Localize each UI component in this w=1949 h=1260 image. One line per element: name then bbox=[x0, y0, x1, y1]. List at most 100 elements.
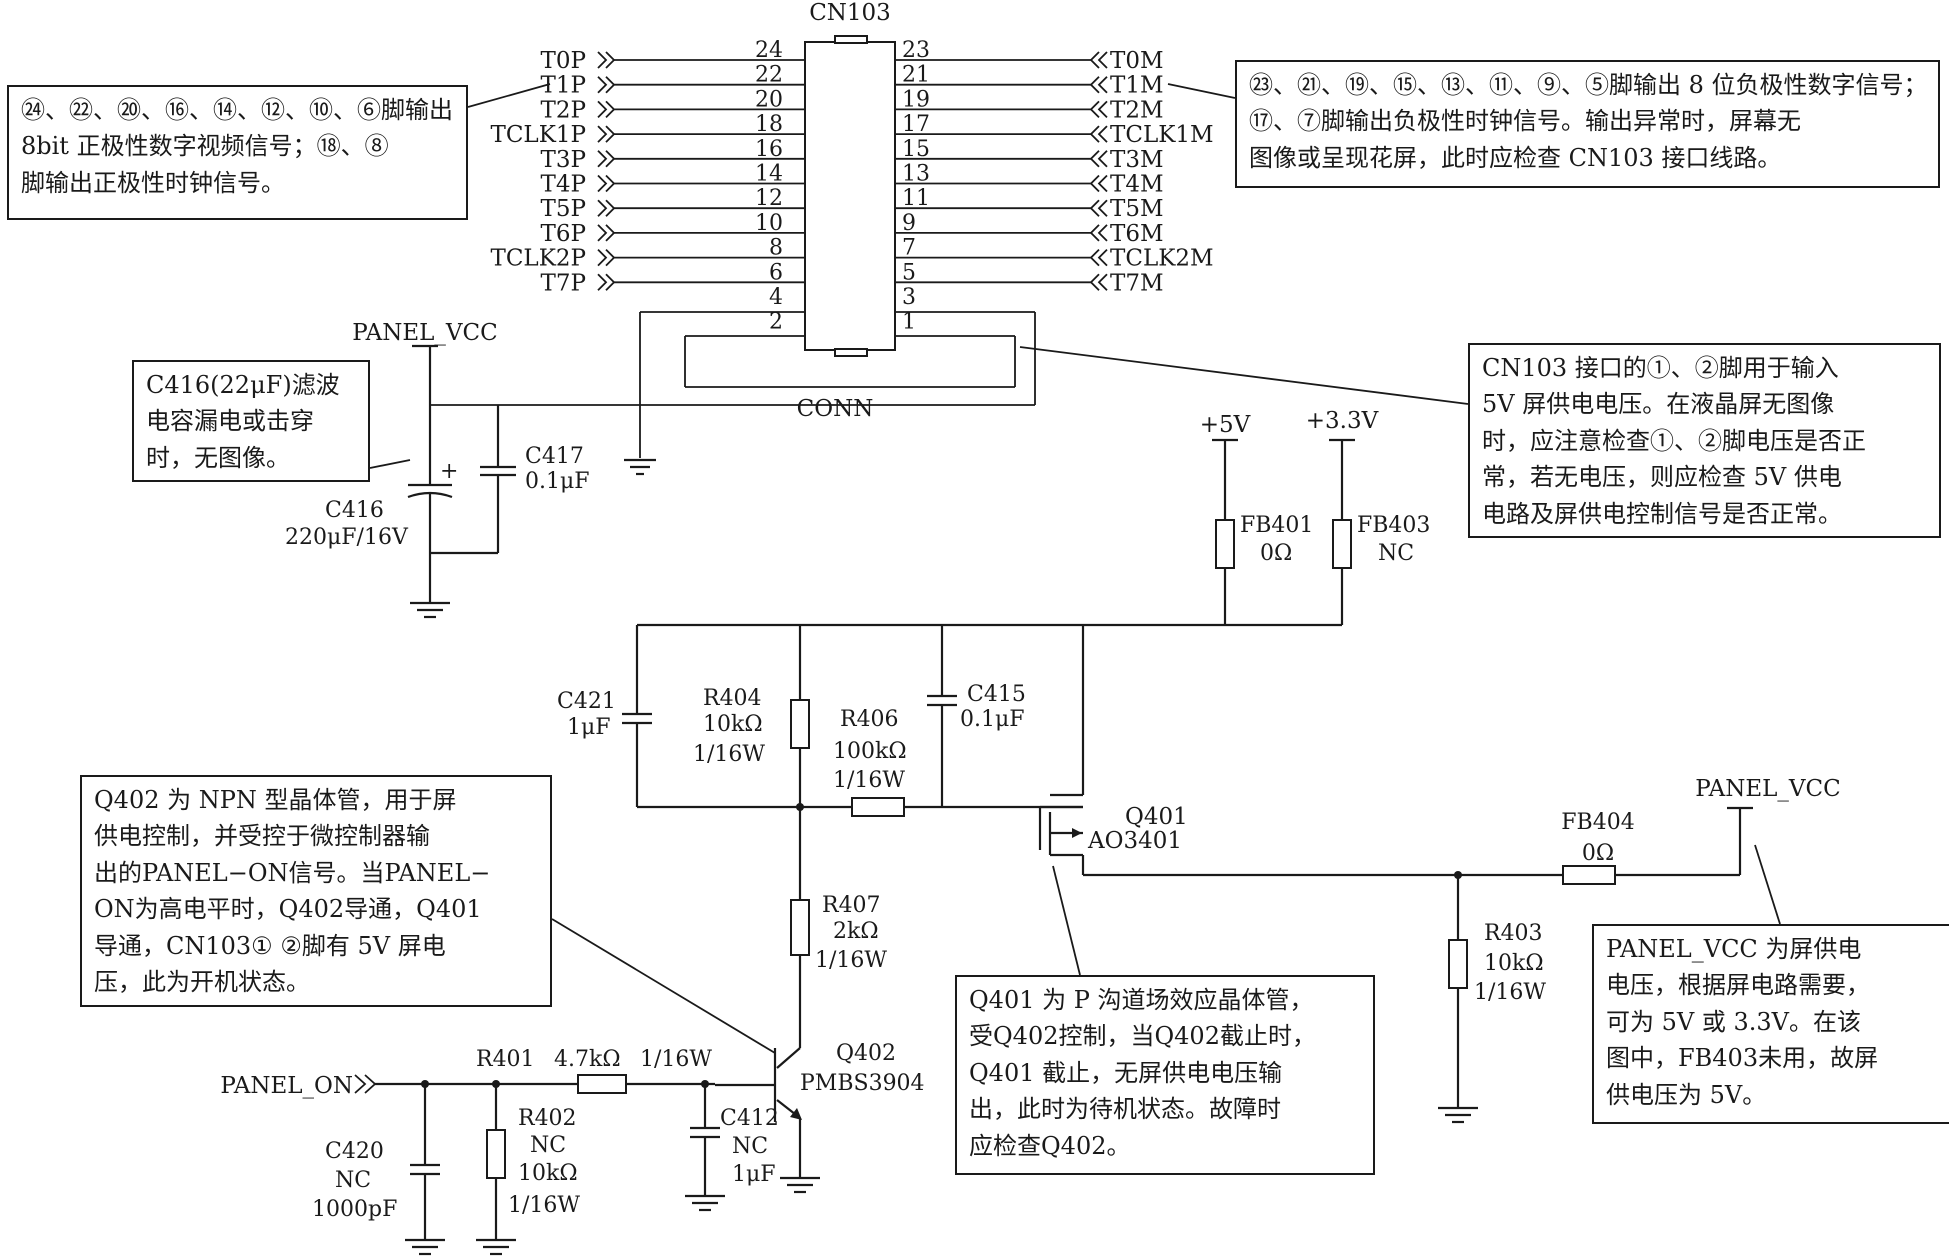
cn103-left-signal-label: T2P bbox=[541, 97, 586, 123]
plus3v3-label: +3.3V bbox=[1306, 408, 1379, 434]
cn103-left-pin-number: 8 bbox=[769, 236, 783, 261]
right-signal-chevron bbox=[1089, 76, 1108, 94]
cn103-notch-bottom bbox=[834, 348, 868, 357]
note-left-pins: ㉔、㉒、⑳、⑯、⑭、⑫、⑩、⑥脚输出 8bit 正极性数字视频信号；⑱、⑧ 脚输… bbox=[7, 85, 468, 220]
right-signal-chevron bbox=[1089, 125, 1108, 143]
q402-part: PMBS3904 bbox=[800, 1071, 925, 1096]
note-cn103-power-line-3: 时，应注意检查①、②脚电压是否正 bbox=[1482, 426, 1866, 455]
panel-vcc-filter: PANEL_VCC + C416 220μF/16V C417 0.1μF bbox=[285, 320, 590, 619]
fb403-ref: FB403 bbox=[1357, 513, 1430, 538]
c416-value: 220μF/16V bbox=[285, 525, 409, 550]
panel-on-input: PANEL_ON R401 4.7kΩ 1/16W C420 NC 1000pF… bbox=[220, 1047, 779, 1256]
note-cn103-power-line-2: 5V 屏供电电压。在液晶屏无图像 bbox=[1482, 390, 1835, 419]
cn103-left-pin-number: 6 bbox=[769, 260, 783, 285]
r406-value: 100kΩ bbox=[833, 739, 907, 764]
cn103-right-signal-label: T1M bbox=[1110, 73, 1164, 99]
cn103-right-pin-number: 9 bbox=[902, 211, 916, 236]
right-signal-chevron bbox=[1089, 174, 1108, 193]
note-panel-vcc-line-4: 图中，FB403未用，故屏 bbox=[1606, 1044, 1879, 1073]
c415-ref: C415 bbox=[967, 682, 1026, 707]
cn103-right-pin-number: 23 bbox=[902, 38, 930, 63]
note-q402-line-6: 压，此为开机状态。 bbox=[94, 968, 310, 997]
r404-power: 1/16W bbox=[693, 742, 765, 767]
cn103-left-signal-label: T6P bbox=[541, 221, 586, 247]
r406-power: 1/16W bbox=[833, 768, 905, 793]
note-right-pins: ㉓、㉑、⑲、⑮、⑬、⑪、⑨、⑤脚输出 8 位负极性数字信号； ⑰、⑦脚输出负极性… bbox=[1235, 60, 1940, 188]
right-signal-chevron bbox=[1089, 273, 1108, 291]
cn103-left-signal-label: T0P bbox=[541, 48, 586, 74]
cn103-right-pin-number: 13 bbox=[902, 162, 930, 187]
right-signal-chevron bbox=[1089, 248, 1108, 267]
cn103-ref: CN103 bbox=[809, 0, 891, 26]
cn103-right-signal-label: T6M bbox=[1110, 221, 1164, 247]
r404-value: 10kΩ bbox=[703, 712, 763, 737]
fb401-ref: FB401 bbox=[1240, 513, 1313, 538]
c412-value: NC bbox=[732, 1134, 768, 1159]
cn103-right-pin-number: 19 bbox=[902, 87, 930, 112]
cn103-left-pin-number: 20 bbox=[755, 87, 783, 112]
c421-value: 1μF bbox=[567, 715, 611, 740]
cn103-right-pin-number: 1 bbox=[902, 310, 916, 335]
left-signal-chevron bbox=[597, 248, 616, 267]
note-c416: C416(22μF)滤波 电容漏电或击穿 时，无图像。 bbox=[132, 360, 370, 482]
cn103-notch-top bbox=[834, 35, 868, 44]
r404-ref: R404 bbox=[703, 686, 762, 711]
q401-ref: Q401 bbox=[1125, 804, 1188, 830]
note-cn103-power-line-1: CN103 接口的①、②脚用于输入 bbox=[1482, 354, 1839, 382]
c415-value: 0.1μF bbox=[960, 707, 1025, 732]
cn103-right-signal-label: T5M bbox=[1110, 196, 1164, 222]
r401-power: 1/16W bbox=[640, 1047, 712, 1072]
plus5v-label: +5V bbox=[1200, 412, 1251, 438]
note-q401-line-1: Q401 为 P 沟道场效应晶体管， bbox=[969, 986, 1314, 1014]
note-q402-line-5: 导通，CN103① ②脚有 5V 屏电 bbox=[94, 931, 446, 960]
cn103-left-signal-label: T3P bbox=[541, 147, 586, 173]
cn103-left-pin-number: 10 bbox=[755, 211, 783, 236]
right-signal-chevron bbox=[1089, 51, 1108, 69]
fb401-value: 0Ω bbox=[1260, 541, 1292, 566]
cn103-right-pin-number: 7 bbox=[902, 236, 916, 261]
q401-mosfet: Q401 AO3401 bbox=[1038, 625, 1188, 875]
note-cn103-power: CN103 接口的①、②脚用于输入 5V 屏供电电压。在液晶屏无图像 时，应注意… bbox=[1468, 343, 1941, 538]
cn103-left-signal-label: T7P bbox=[541, 270, 586, 296]
cn103-left-signal-label: TCLK2P bbox=[490, 246, 586, 272]
q402-driver: R407 2kΩ 1/16W Q402 PMBS3904 bbox=[715, 893, 925, 1194]
cn103-left-pin-number: 24 bbox=[755, 38, 783, 63]
c412-ref: C412 bbox=[720, 1106, 779, 1131]
note-left-pins-line-1: ㉔、㉒、⑳、⑯、⑭、⑫、⑩、⑥脚输出 bbox=[21, 96, 453, 124]
note-q402-line-1: Q402 为 NPN 型晶体管，用于屏 bbox=[94, 786, 457, 814]
left-signal-chevron bbox=[597, 273, 616, 291]
note-cn103-power-line-5: 电路及屏供电控制信号是否正常。 bbox=[1482, 499, 1842, 528]
r402-ref: R402 bbox=[518, 1106, 577, 1131]
cn103-right-pin-number: 3 bbox=[902, 285, 916, 310]
note-q401-line-2: 受Q402控制，当Q402截止时， bbox=[969, 1022, 1316, 1051]
left-signal-chevron bbox=[597, 224, 616, 242]
cn103-left-signal-label: TCLK1P bbox=[490, 122, 586, 148]
left-signal-chevron bbox=[597, 150, 616, 168]
c420-value: NC bbox=[335, 1168, 371, 1193]
r403-power: 1/16W bbox=[1474, 980, 1546, 1005]
note-right-pins-line-1: ㉓、㉑、⑲、⑮、⑬、⑪、⑨、⑤脚输出 8 位负极性数字信号； bbox=[1249, 71, 1928, 99]
note-c416-line-3: 时，无图像。 bbox=[146, 443, 290, 472]
callout-leaders bbox=[369, 83, 1781, 1054]
r407-power: 1/16W bbox=[815, 948, 887, 973]
fb403-value: NC bbox=[1378, 541, 1414, 566]
left-signal-chevron bbox=[597, 76, 616, 94]
panel-on-label: PANEL_ON bbox=[220, 1073, 353, 1099]
c412-value2: 1μF bbox=[732, 1162, 776, 1187]
panel-vcc-output: PANEL_VCC FB404 0Ω R403 10kΩ 1/16W bbox=[1083, 776, 1841, 1124]
q402-ref: Q402 bbox=[836, 1041, 896, 1066]
r401-ref: R401 bbox=[476, 1047, 535, 1072]
r403-ref: R403 bbox=[1484, 921, 1543, 946]
c420-ref: C420 bbox=[325, 1139, 384, 1164]
right-signal-chevron bbox=[1089, 150, 1108, 168]
note-panel-vcc: PANEL_VCC 为屏供电 电压，根据屏电路需要， 可为 5V 或 3.3V。… bbox=[1592, 924, 1949, 1124]
note-left-pins-line-3: 脚输出正极性时钟信号。 bbox=[21, 168, 285, 197]
r402-value2: 10kΩ bbox=[518, 1161, 578, 1186]
cn103-left-pin-number: 4 bbox=[769, 285, 783, 310]
cn103-right-pin-number: 11 bbox=[902, 186, 930, 211]
cn103-left-pin-number: 2 bbox=[769, 310, 783, 335]
r406-ref: R406 bbox=[840, 707, 899, 732]
